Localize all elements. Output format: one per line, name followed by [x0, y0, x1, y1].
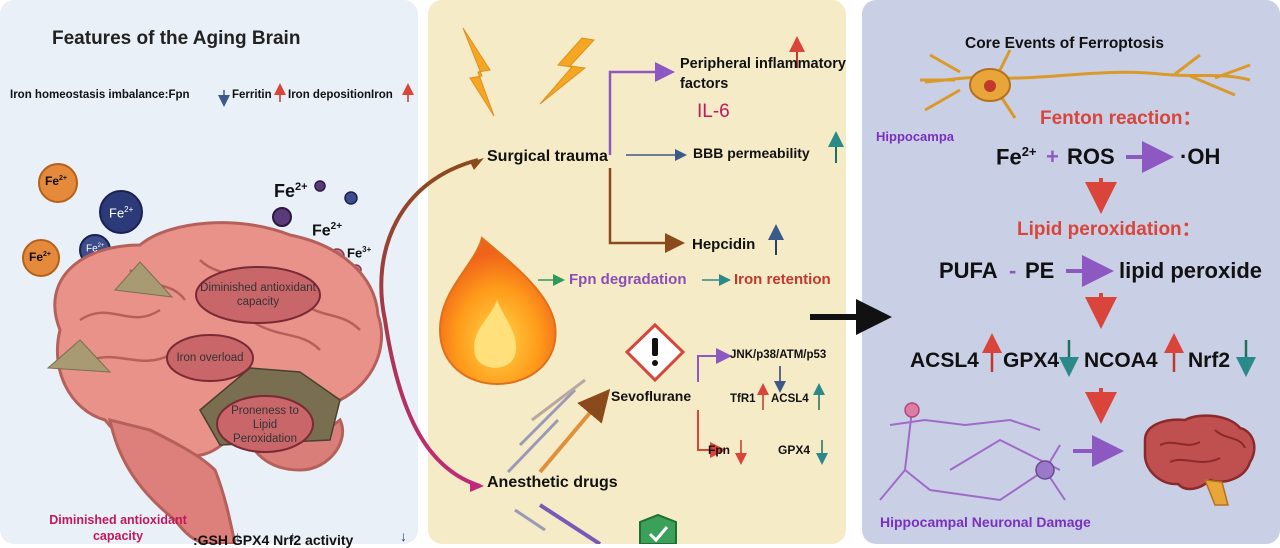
nrf2-marker: Nrf2 [1188, 349, 1231, 372]
drug-arrow-faint [506, 418, 560, 474]
fe2-ball-navy [99, 190, 143, 234]
to-jnk-arrow [697, 348, 732, 382]
hazard-dot [652, 360, 658, 366]
nrf2-down-icon: ↓ [400, 528, 407, 544]
dash-sign: - [1009, 258, 1017, 283]
ferroptosis-title: Core Events of Ferroptosis [965, 35, 1164, 52]
bbb-label: BBB permeability [693, 145, 810, 161]
connector-head-bottom [470, 480, 484, 492]
fe2-ball-orange [38, 163, 78, 203]
antioxidant-region [195, 266, 321, 324]
surgical-trauma-label: Surgical trauma [487, 148, 608, 165]
fe2-label: Fe2+ [45, 174, 67, 188]
pe-label: PE [1025, 258, 1055, 283]
lipid-region-label: Proneness to Lipid Peroxidation [231, 405, 299, 445]
hippocampa-label: Hippocampa [876, 129, 955, 144]
pufa-label: PUFA [939, 258, 998, 283]
drug-arrow-faint [514, 508, 546, 532]
drug-arrow-faint [531, 378, 586, 422]
fe2-label-large: Fe2+ [274, 181, 308, 201]
hazard-exclamation [652, 338, 658, 356]
gpx4-label: GPX4 [778, 443, 811, 457]
check-icon [648, 526, 669, 543]
lightning-icon [462, 27, 495, 117]
fe2-label-mid: Fe2+ [312, 221, 343, 240]
lightning-icon [539, 37, 595, 105]
iron-overload-label: Iron overload [176, 352, 244, 364]
brain-shape [1143, 414, 1256, 491]
aging-brain-illustration [46, 221, 384, 544]
iron-overload-region [166, 334, 254, 382]
drug-arrow [538, 388, 611, 474]
neuron-processes [879, 409, 1066, 502]
neuron-nucleus [984, 80, 996, 92]
neuron-soma [1035, 460, 1055, 480]
to-peripheral-arrow [608, 62, 675, 155]
iron-retention-label: Iron retention [734, 271, 831, 288]
brain-stem [1203, 479, 1229, 506]
damaged-neurons [879, 402, 1066, 502]
connector-head-top [470, 158, 484, 170]
to-fpn-arrow [697, 410, 726, 458]
fe2-dot-purple [272, 207, 292, 227]
fe2-label-navy: Fe2+ [109, 205, 134, 221]
acsl4-label: ACSL4 [771, 393, 809, 405]
lipid-peroxide-label: lipid peroxide [1119, 258, 1263, 283]
gsh-down-icon: ↓ [234, 528, 241, 544]
gpx4-marker: GPX4 [1003, 349, 1060, 372]
gpx4-down-icon: ↓ [289, 528, 296, 544]
lipid-perox-label: Lipid peroxidation： [1017, 219, 1201, 240]
drug-arrow-faint [518, 388, 577, 447]
tfr1-label: TfR1 [730, 393, 756, 405]
fe2-ball-orange-2 [22, 239, 60, 277]
fe2-label-small: Fe2+ [86, 243, 105, 255]
brainstem [108, 417, 237, 544]
il6-label: IL-6 [697, 101, 730, 122]
fpn-degradation-label: Fpn degradation [569, 271, 687, 288]
neuron-soma [904, 402, 920, 418]
antioxidant-region-label: Diminished antioxidant capacity [200, 282, 316, 308]
bottom-markers: :GSH GPX4 Nrf2 activity [193, 532, 354, 548]
ros-label: ROS [1067, 144, 1115, 169]
deposit-pile [113, 261, 174, 298]
neuronal-damage-label: Hippocampal Neuronal Damage [880, 514, 1091, 530]
fe-dot [344, 191, 358, 205]
hepcidin-label: Hepcidin [692, 236, 756, 253]
neuron-illustration [920, 49, 1251, 119]
peripheral-label: Peripheral inflammatory factors [680, 56, 846, 92]
bottom-antioxidant-label: Diminished antioxidant capacity [49, 513, 187, 543]
anesthetic-drugs-label: Anesthetic drugs [487, 474, 618, 491]
lipid-region [216, 395, 314, 453]
fe3-label: Fe3+ [347, 245, 372, 261]
plus-sign: + [1046, 144, 1059, 169]
flame-inner [474, 300, 516, 368]
jnk-label: JNK/p38/ATM/p53 [730, 349, 827, 361]
neuron-dendrites [920, 49, 1251, 119]
acsl4-marker: ACSL4 [910, 349, 979, 372]
homeostasis-text: Iron homeostasis imbalance:Fpn [10, 89, 190, 101]
fpn-label: Fpn [708, 443, 730, 457]
brain-folds [1159, 429, 1246, 463]
oh-label: ·OH [1180, 144, 1221, 169]
sevoflurane-label: Sevoflurane [611, 388, 692, 404]
fe2-label-orange: Fe2+ [29, 250, 51, 264]
fe-dot [314, 180, 326, 192]
damaged-brain-icon [1143, 414, 1256, 506]
deposit-pile [46, 339, 112, 373]
fenton-label: Fenton reaction： [1040, 108, 1202, 129]
connector-curve [379, 158, 481, 488]
ncoa4-marker: NCOA4 [1084, 349, 1158, 372]
iron-deposition-text: Iron depositionIron [288, 89, 393, 101]
aging-brain-title: Features of the Aging Brain [52, 28, 301, 49]
fe-ion-label: Fe2+ [996, 144, 1037, 170]
shield-icon [639, 513, 677, 544]
ferritin-text: Ferritin [232, 89, 272, 101]
to-hepcidin-arrow [608, 168, 685, 253]
drug-arrow-down [538, 503, 602, 544]
